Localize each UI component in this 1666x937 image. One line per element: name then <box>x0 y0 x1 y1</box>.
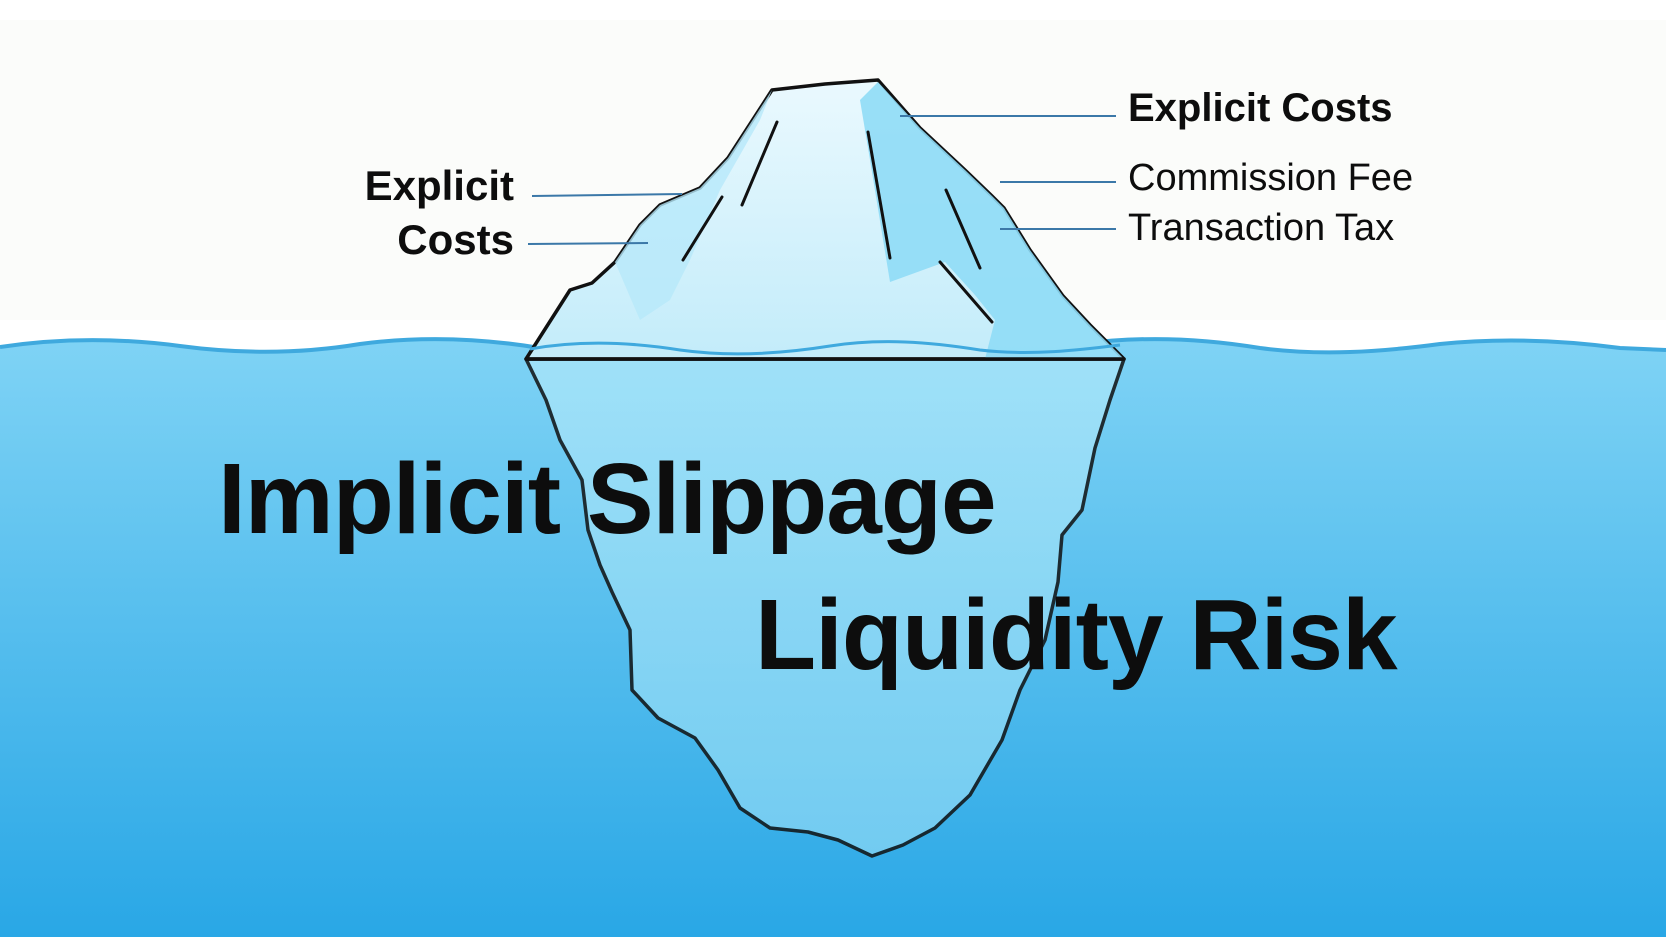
iceberg-underwater <box>524 357 1126 858</box>
leader-line-left-1 <box>531 193 683 197</box>
label-explicit-left-line2: Costs <box>397 216 514 263</box>
label-explicit-costs-title: Explicit Costs <box>1128 86 1393 130</box>
label-transaction-tax: Transaction Tax <box>1128 207 1395 249</box>
leader-lines <box>527 115 1116 245</box>
leader-line-left-2 <box>527 242 649 245</box>
iceberg-crack-lines <box>681 120 994 324</box>
iceberg-highlight-facet <box>615 90 772 320</box>
label-commission-fee: Commission Fee <box>1128 157 1414 199</box>
label-explicit-left-line1: Explicit <box>364 162 514 209</box>
label-implicit-slippage: Implicit Slippage <box>218 443 997 555</box>
iceberg-inner-wave <box>529 340 1121 356</box>
label-liquidity-risk: Liquidity Risk <box>755 579 1398 691</box>
iceberg-shadow-facet <box>860 82 1124 359</box>
